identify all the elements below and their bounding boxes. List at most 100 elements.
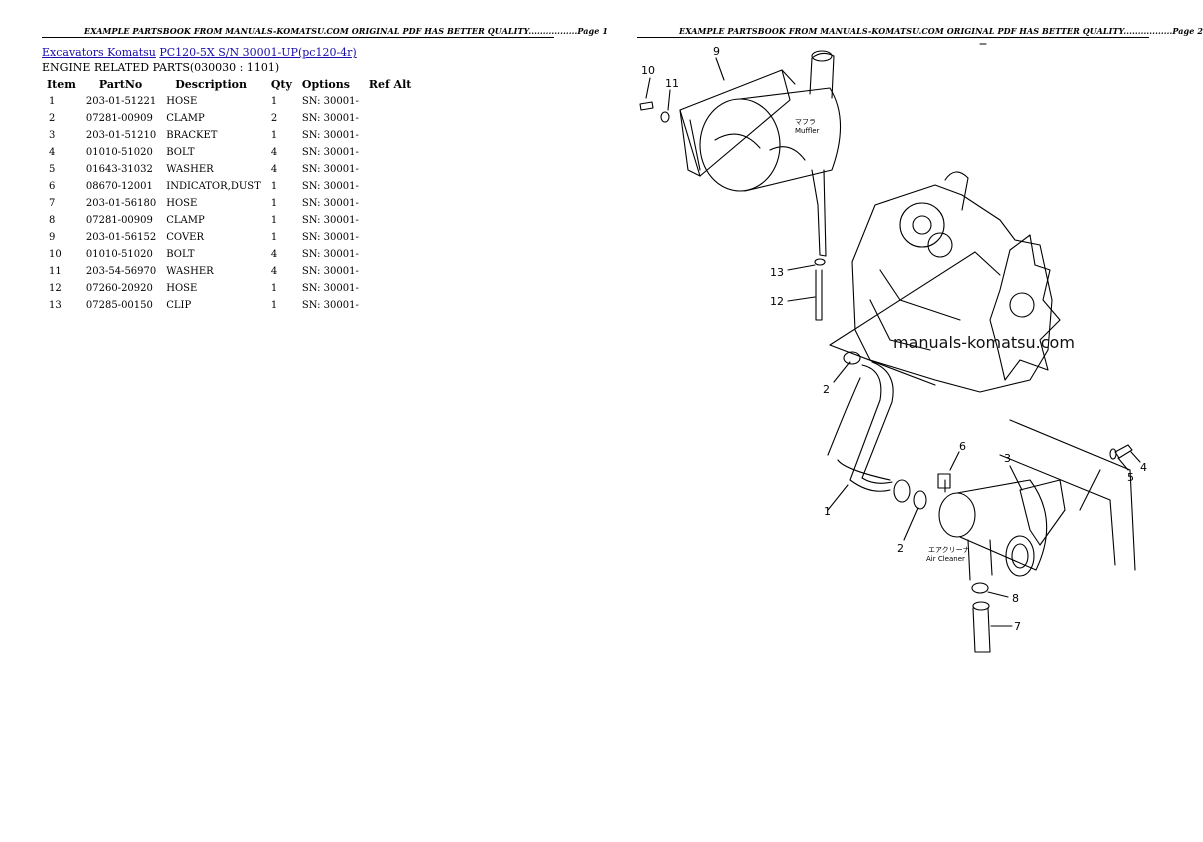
column-header: Ref Alt	[368, 77, 412, 91]
muffler-part	[699, 50, 842, 257]
cell-description: INDICATOR,DUST	[166, 181, 261, 192]
cell-qty: 1	[270, 283, 278, 294]
cell-item: 3	[49, 130, 56, 141]
column-header: Description	[175, 77, 247, 91]
parts-table: Item PartNo Description Qty Options Ref …	[42, 76, 416, 314]
cell-description: BRACKET	[166, 130, 218, 141]
callout-label: 13	[770, 266, 784, 279]
cell-qty: 1	[270, 215, 278, 226]
cell-qty: 1	[270, 96, 278, 107]
cell-options: SN: 30001-	[301, 232, 359, 243]
callout-label: 12	[770, 295, 784, 308]
hose-part	[815, 269, 823, 321]
cell-qty: 1	[270, 130, 278, 141]
cell-item: 7	[49, 198, 56, 209]
callout-label: 3	[1004, 452, 1011, 465]
callout-label: 5	[1127, 471, 1134, 484]
cell-item: 8	[49, 215, 56, 226]
cell-partno: 203-01-51210	[85, 130, 157, 141]
header-divider-left	[42, 37, 554, 38]
cell-refalt	[364, 263, 417, 280]
cell-partno: 203-54-56970	[85, 266, 157, 277]
exploded-parts-diagram: 1 2 2 3 4 5 6 7 8 9 10 11 12 13 マフラ Muff…	[639, 43, 1147, 653]
muffler-cover-part	[679, 69, 796, 177]
cell-description: WASHER	[166, 164, 214, 175]
table-row: 2 07281-00909 CLAMP 2 SN: 30001-	[42, 110, 416, 127]
cell-qty: 1	[270, 198, 278, 209]
cell-item: 1	[49, 96, 56, 107]
cell-partno: 01643-31032	[85, 164, 153, 175]
column-header: Options	[301, 77, 350, 91]
cell-options: SN: 30001-	[301, 130, 359, 141]
cell-partno: 203-01-56152	[85, 232, 157, 243]
cell-options: SN: 30001-	[301, 266, 359, 277]
callout-label: 11	[665, 77, 679, 90]
breadcrumb-link-model[interactable]: PC120-5X S/N 30001-UP(pc120-4r)	[159, 46, 357, 59]
cell-description: HOSE	[166, 96, 198, 107]
cell-partno: 01010-51020	[85, 249, 153, 260]
cell-partno: 01010-51020	[85, 147, 153, 158]
engine-part	[829, 171, 1061, 393]
column-header: Qty	[270, 77, 292, 91]
cell-qty: 1	[270, 181, 278, 192]
cell-refalt	[364, 127, 417, 144]
clamp-part	[913, 490, 927, 510]
clip-part	[814, 258, 826, 266]
bolt-part	[639, 101, 654, 111]
cell-qty: 4	[270, 147, 278, 158]
cell-refalt	[364, 280, 417, 297]
cell-description: WASHER	[166, 266, 214, 277]
cell-refalt	[364, 144, 417, 161]
cell-refalt	[364, 93, 417, 110]
callout-label: 9	[713, 45, 720, 58]
cell-qty: 2	[270, 113, 278, 124]
cell-partno: 07281-00909	[85, 113, 153, 124]
cell-options: SN: 30001-	[301, 164, 359, 175]
cell-partno: 07260-20920	[85, 283, 153, 294]
cell-description: CLAMP	[166, 215, 205, 226]
callout-label: 6	[959, 440, 966, 453]
cell-description: COVER	[166, 232, 204, 243]
cell-item: 9	[49, 232, 56, 243]
cell-refalt	[364, 161, 417, 178]
bracket-part	[1019, 479, 1066, 546]
header-divider-right	[637, 37, 1149, 38]
cell-item: 4	[49, 147, 56, 158]
washer-part	[1109, 448, 1117, 460]
cell-qty: 4	[270, 164, 278, 175]
cell-refalt	[364, 110, 417, 127]
cell-options: SN: 30001-	[301, 113, 359, 124]
cell-item: 11	[49, 266, 62, 277]
callout-label: 2	[897, 542, 904, 555]
cell-options: SN: 30001-	[301, 249, 359, 260]
watermark: manuals-komatsu.com	[893, 333, 1075, 352]
callout-label: 10	[641, 64, 655, 77]
cell-options: SN: 30001-	[301, 300, 359, 311]
bolt-part	[1114, 444, 1133, 459]
callout-label: 7	[1014, 620, 1021, 633]
cell-item: 2	[49, 113, 56, 124]
cell-options: SN: 30001-	[301, 147, 359, 158]
cell-options: SN: 30001-	[301, 181, 359, 192]
cell-description: BOLT	[166, 249, 195, 260]
cell-description: CLAMP	[166, 113, 205, 124]
cell-item: 10	[49, 249, 62, 260]
cell-refalt	[364, 246, 417, 263]
table-row: 3 203-01-51210 BRACKET 1 SN: 30001-	[42, 127, 416, 144]
cell-options: SN: 30001-	[301, 283, 359, 294]
callout-label: 8	[1012, 592, 1019, 605]
breadcrumb-link-category[interactable]: Excavators Komatsu	[42, 46, 156, 59]
cell-partno: 203-01-56180	[85, 198, 157, 209]
callout-label: 2	[823, 383, 830, 396]
hose-part	[971, 582, 991, 653]
breadcrumb: Excavators Komatsu PC120-5X S/N 30001-UP…	[42, 46, 357, 59]
callout-label: 1	[824, 505, 831, 518]
